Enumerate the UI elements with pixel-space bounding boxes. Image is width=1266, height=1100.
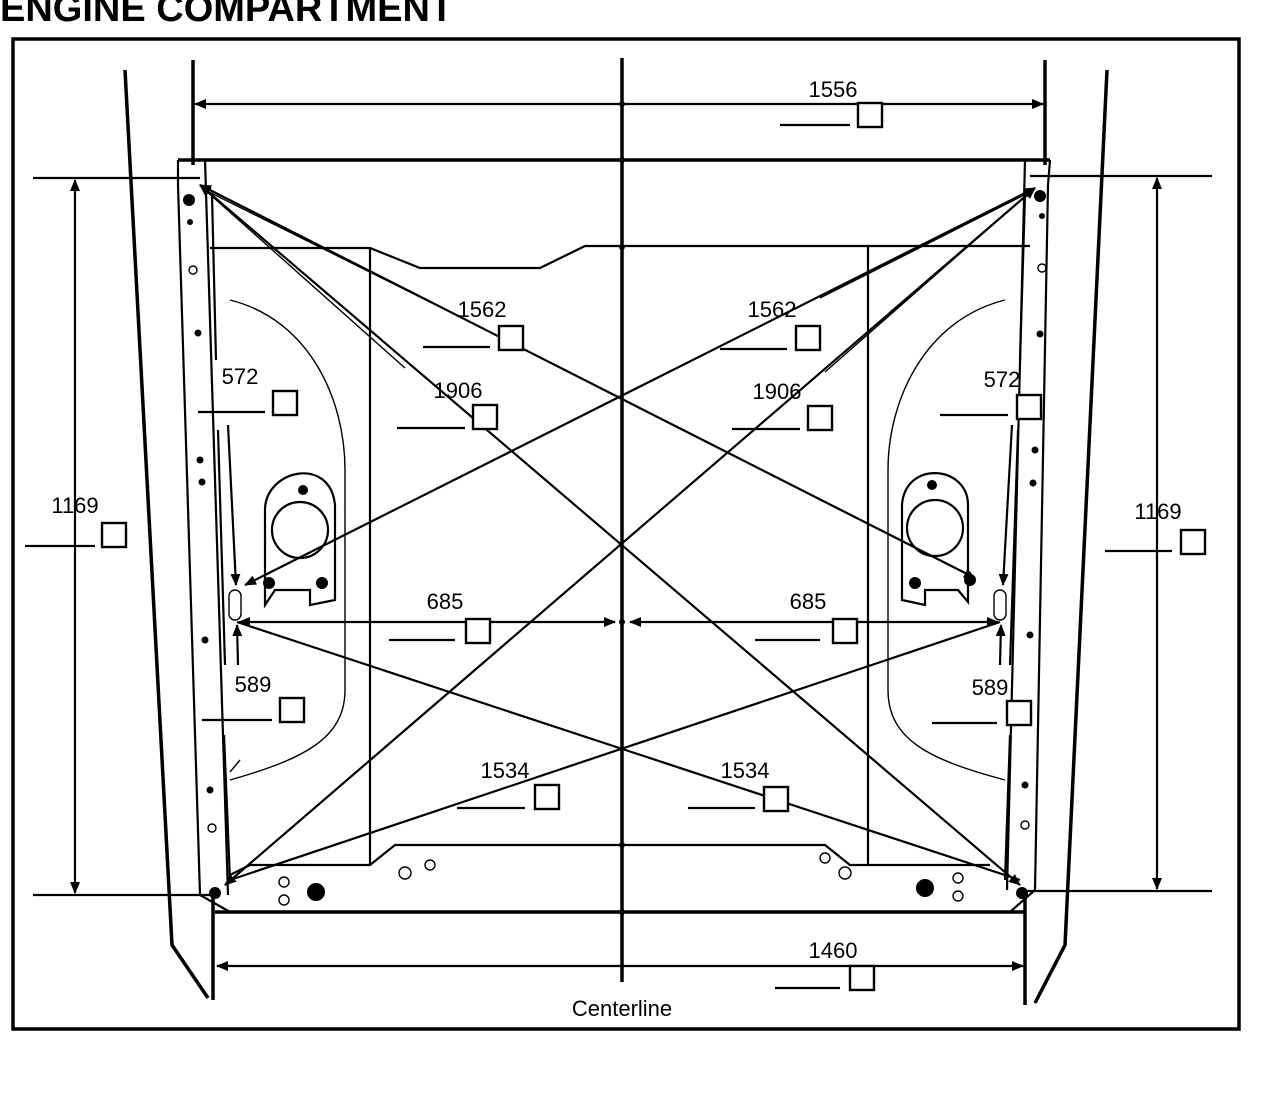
- checkbox[interactable]: [100, 521, 128, 549]
- body-structure: [123, 60, 1109, 1005]
- dimension-label-right-rail-lower: 589: [932, 675, 1033, 727]
- dimension-value: 1906: [753, 379, 802, 404]
- dimension-label-right-rail-upper: 572: [940, 367, 1043, 421]
- checkbox[interactable]: [533, 783, 561, 811]
- dimension-value: 1169: [51, 493, 98, 518]
- checkbox[interactable]: [856, 101, 884, 129]
- dimension-value: 572: [222, 364, 259, 389]
- dimension-value: 1562: [748, 297, 797, 322]
- checkbox[interactable]: [1179, 528, 1207, 556]
- dimension-value: 572: [984, 367, 1021, 392]
- checkbox[interactable]: [1005, 699, 1033, 727]
- checkbox[interactable]: [794, 324, 822, 352]
- dimension-label-top-width: 1556: [780, 77, 884, 129]
- dimension-value: 589: [972, 675, 1009, 700]
- checkbox[interactable]: [848, 964, 876, 992]
- centerline-label: Centerline: [572, 996, 672, 1021]
- dimension-label-left-long-diag: 1906: [397, 378, 499, 431]
- dimension-label-upper-right-diag: 1562: [720, 297, 822, 352]
- dimension-value: 685: [427, 589, 464, 614]
- dimension-label-lower-right-diag: 1534: [688, 758, 790, 813]
- measurement-lines: [33, 99, 1212, 971]
- dimension-label-upper-left-diag: 1562: [423, 297, 525, 352]
- checkbox[interactable]: [471, 403, 499, 431]
- dimension-label-left-rail-lower: 589: [202, 672, 306, 724]
- dimension-value: 1534: [721, 758, 770, 783]
- dimension-value: 1556: [809, 77, 858, 102]
- dimension-label-left-rail-upper: 572: [198, 364, 299, 417]
- checkbox[interactable]: [278, 696, 306, 724]
- checkbox[interactable]: [497, 324, 525, 352]
- dimension-value: 1460: [809, 938, 858, 963]
- dimension-value: 589: [235, 672, 272, 697]
- dimension-value: 1562: [458, 297, 507, 322]
- dimension-label-right-long-diag: 1906: [732, 379, 834, 432]
- checkbox[interactable]: [806, 404, 834, 432]
- dimension-value: 685: [790, 589, 827, 614]
- checkbox[interactable]: [464, 617, 492, 645]
- dimension-label-left-half-width: 685: [389, 589, 492, 645]
- dimension-label-left-length: 1169: [25, 493, 128, 549]
- dimension-label-right-half-width: 685: [755, 589, 859, 645]
- dimension-label-bottom-width: 1460: [775, 938, 876, 992]
- dimension-value: 1534: [481, 758, 530, 783]
- checkbox[interactable]: [1015, 393, 1043, 421]
- diagram-frame: [11, 37, 1241, 1031]
- dimension-label-lower-left-diag: 1534: [457, 758, 561, 811]
- dimension-value: 1169: [1134, 499, 1181, 524]
- dimension-label-right-length: 1169: [1105, 499, 1207, 556]
- checkbox[interactable]: [762, 785, 790, 813]
- checkbox[interactable]: [831, 617, 859, 645]
- dimension-value: 1906: [434, 378, 483, 403]
- diagram-title: ENGINE COMPARTMENT: [0, 0, 454, 30]
- checkbox[interactable]: [271, 389, 299, 417]
